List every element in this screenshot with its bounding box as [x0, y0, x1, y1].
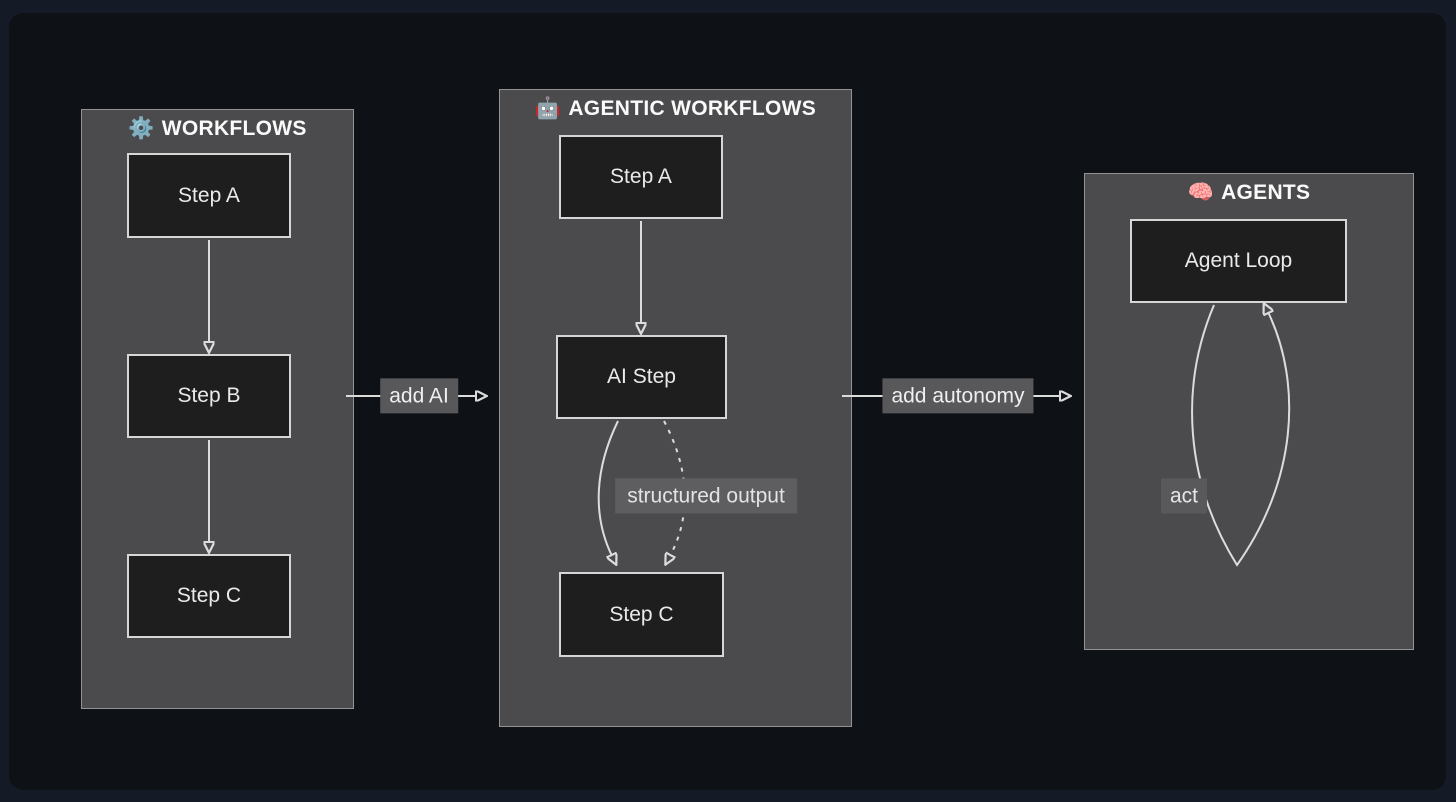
- panel-agentic-workflows-title: 🤖 AGENTIC WORKFLOWS: [500, 97, 851, 121]
- structured-output-label: structured output: [615, 478, 797, 514]
- brain-icon: 🧠: [1187, 181, 1215, 204]
- add-ai-label: add AI: [380, 378, 458, 414]
- agentic-step-c-node: Step C: [559, 572, 724, 657]
- agentic-ai-step-node: AI Step: [556, 335, 727, 419]
- act-label: act: [1160, 478, 1208, 514]
- agent-loop-node: Agent Loop: [1130, 219, 1347, 303]
- panel-agentic-workflows-title-text: AGENTIC WORKFLOWS: [568, 97, 817, 120]
- panel-workflows-title: ⚙️ WORKFLOWS: [82, 117, 353, 141]
- panel-workflows-title-text: WORKFLOWS: [161, 117, 307, 140]
- gear-icon: ⚙️: [128, 117, 155, 140]
- robot-icon: 🤖: [534, 97, 562, 120]
- add-autonomy-label: add autonomy: [882, 378, 1034, 414]
- workflows-step-a-node: Step A: [127, 153, 291, 238]
- agentic-step-a-node: Step A: [559, 135, 723, 219]
- panel-agents-title-text: AGENTS: [1221, 181, 1311, 204]
- workflows-step-b-node: Step B: [127, 354, 291, 438]
- panel-agents-title: 🧠 AGENTS: [1085, 181, 1413, 205]
- workflows-step-c-node: Step C: [127, 554, 291, 638]
